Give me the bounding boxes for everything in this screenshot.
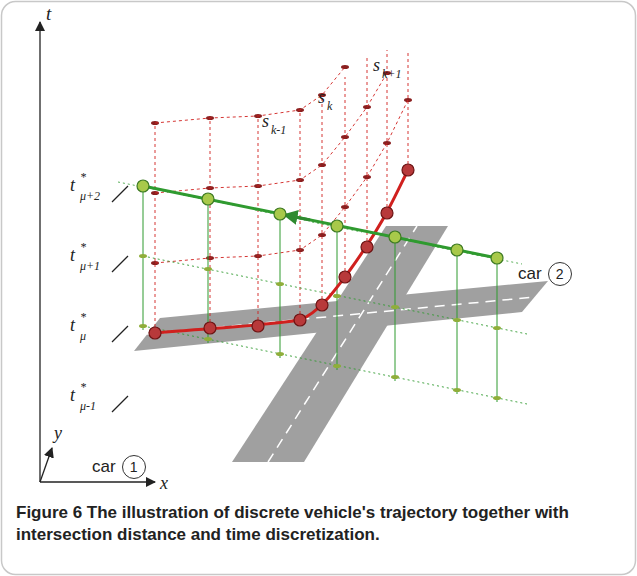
road-vertical (232, 226, 448, 462)
t-axis (39, 22, 40, 482)
figure-caption: Figure 6 The illustration of discrete ve… (16, 502, 616, 546)
subscript-label: k-1 (271, 124, 286, 136)
grid-node (391, 305, 399, 309)
axis-label: x (160, 474, 168, 492)
car2-point (491, 252, 503, 264)
car1-point (361, 241, 373, 253)
subscript-label: * (80, 311, 86, 323)
time-ticks (112, 186, 128, 412)
car1-point (402, 164, 414, 176)
x-axis (40, 481, 155, 482)
grid-node (341, 205, 349, 209)
car2-point (451, 244, 463, 256)
grid-node (139, 324, 147, 328)
car1-point (204, 322, 216, 334)
axis-label: t (70, 386, 75, 404)
car-number: 1 (122, 455, 146, 479)
grid-node (493, 326, 501, 330)
car2-point (137, 180, 149, 192)
grid-node (391, 375, 399, 379)
grid-node (204, 337, 212, 341)
grid-node (404, 98, 412, 102)
lane-markings (147, 226, 535, 462)
grid-node (453, 318, 461, 322)
car-number: 2 (548, 262, 572, 286)
time-level (143, 326, 527, 404)
grid-node (363, 175, 371, 179)
time-stem (210, 118, 211, 328)
subscript-label: k+1 (382, 68, 401, 80)
car2-point (202, 193, 214, 205)
subscript-label: * (80, 171, 86, 183)
car2-point (331, 220, 343, 232)
trajectory-points (137, 164, 503, 339)
grid-node (276, 352, 284, 356)
grid-node (333, 364, 341, 368)
car2-point (274, 208, 286, 220)
axis-label: y (54, 424, 62, 442)
direction-arrow (290, 216, 310, 220)
grid-node (341, 65, 349, 69)
car1-point (149, 327, 161, 339)
time-stem (300, 110, 301, 320)
trajectory-car1 (155, 170, 408, 333)
axis-label: t (70, 176, 75, 194)
grid-node (139, 254, 147, 258)
grid-node (493, 396, 501, 400)
discretization-grid (118, 50, 527, 404)
time-level (155, 73, 387, 193)
grid-node (276, 282, 284, 286)
grid-node (333, 294, 341, 298)
axis-label: t (70, 316, 75, 334)
axis-label: t (46, 4, 51, 23)
car-word: car (518, 264, 542, 284)
axis-label: t (70, 246, 75, 264)
subscript-label: * (80, 241, 86, 253)
car1-point (316, 299, 328, 311)
subscript-label: μ (80, 330, 86, 342)
axis-label: s (262, 112, 269, 130)
car1-point (252, 320, 264, 332)
time-stem (155, 123, 156, 333)
grid-node (204, 267, 212, 271)
grid-node (341, 135, 349, 139)
grid-node (383, 141, 391, 145)
time-stem (322, 95, 323, 305)
subscript-label: k (327, 100, 332, 112)
subscript-label: μ+2 (80, 190, 100, 202)
time-stem (345, 77, 346, 277)
car1-point (381, 207, 393, 219)
car1-point (339, 271, 351, 283)
time-stem (258, 116, 259, 326)
grid-node (453, 388, 461, 392)
grid-node (363, 105, 371, 109)
subscript-label: μ+1 (80, 260, 100, 272)
car-word: car (92, 457, 116, 477)
time-stem (408, 50, 409, 170)
subscript-label: * (80, 381, 86, 393)
time-level (155, 67, 345, 123)
subscript-label: μ-1 (80, 400, 96, 412)
axis-label: s (373, 56, 380, 74)
axis-label: s (318, 88, 325, 106)
car2-point (389, 231, 401, 243)
trajectory-car2 (143, 186, 497, 258)
time-stem (367, 57, 368, 247)
car-label: car 1 (92, 455, 146, 479)
time-level (143, 256, 527, 334)
car1-point (294, 314, 306, 326)
y-axis (40, 448, 52, 482)
car-label: car 2 (518, 262, 572, 286)
